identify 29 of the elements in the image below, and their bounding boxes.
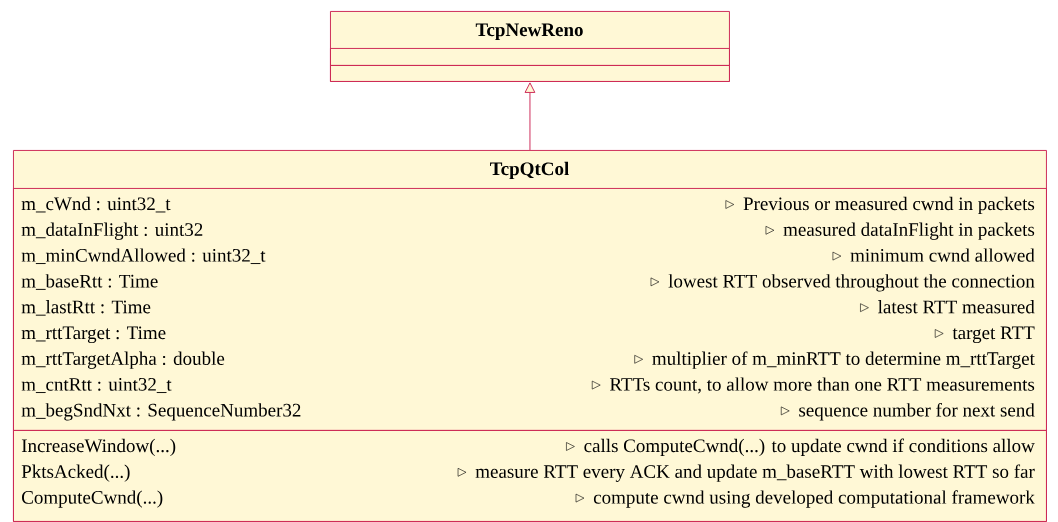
member-text: m_cntRtt : uint32_t bbox=[21, 378, 172, 394]
comment-text: target RTT bbox=[952, 326, 1035, 344]
member-text: m_lastRtt : Time bbox=[21, 300, 151, 316]
comment-text: measured dataInFlight in packets bbox=[783, 222, 1035, 240]
member-text: m_rttTarget : Time bbox=[21, 326, 166, 344]
comment-text: latest RTT measured bbox=[878, 300, 1035, 314]
comment-text: RTTs count, to allow more than one RTT measurements bbox=[610, 377, 1035, 394]
class-name: TcpNewReno bbox=[475, 23, 583, 41]
member-text: m_baseRtt : Time bbox=[21, 274, 158, 290]
member-text: m_cWnd : uint32_t bbox=[21, 196, 171, 213]
comment-text: measure RTT every ACK and update m_baseRTT with lowest RTT so far bbox=[475, 464, 1035, 482]
comment-text: sequence number for next send bbox=[799, 403, 1035, 421]
comment-text: compute cwnd using developed computational framework bbox=[593, 490, 1035, 508]
member-text: ComputeCwnd(...) bbox=[22, 490, 163, 508]
member-text: m_begSndNxt : SequenceNumber32 bbox=[21, 403, 301, 421]
inheritance-arrow bbox=[524, 82, 536, 151]
member-text: m_rttTargetAlpha : double bbox=[21, 351, 225, 369]
comment-text: minimum cwnd allowed bbox=[850, 248, 1035, 262]
comment-text: Previous or measured cwnd in packets bbox=[743, 196, 1035, 215]
compartment bbox=[13, 430, 1047, 522]
class-name: TcpQtCol bbox=[490, 161, 569, 180]
member-text: PktsAcked(...) bbox=[21, 464, 130, 482]
comment-text: multiplier of m_minRTT to determine m_rttTarget bbox=[652, 351, 1035, 369]
member-text: m_dataInFlight : uint32 bbox=[21, 222, 203, 240]
comment-text: lowest RTT observed throughout the connection bbox=[668, 274, 1035, 292]
empty-compartment bbox=[330, 48, 730, 66]
member-text: m_minCwndAllowed : uint32_t bbox=[21, 248, 266, 265]
member-text: IncreaseWindow(...) bbox=[21, 438, 176, 457]
comment-text: calls ComputeCwnd(...) to update cwnd if conditions allow bbox=[584, 438, 1035, 457]
